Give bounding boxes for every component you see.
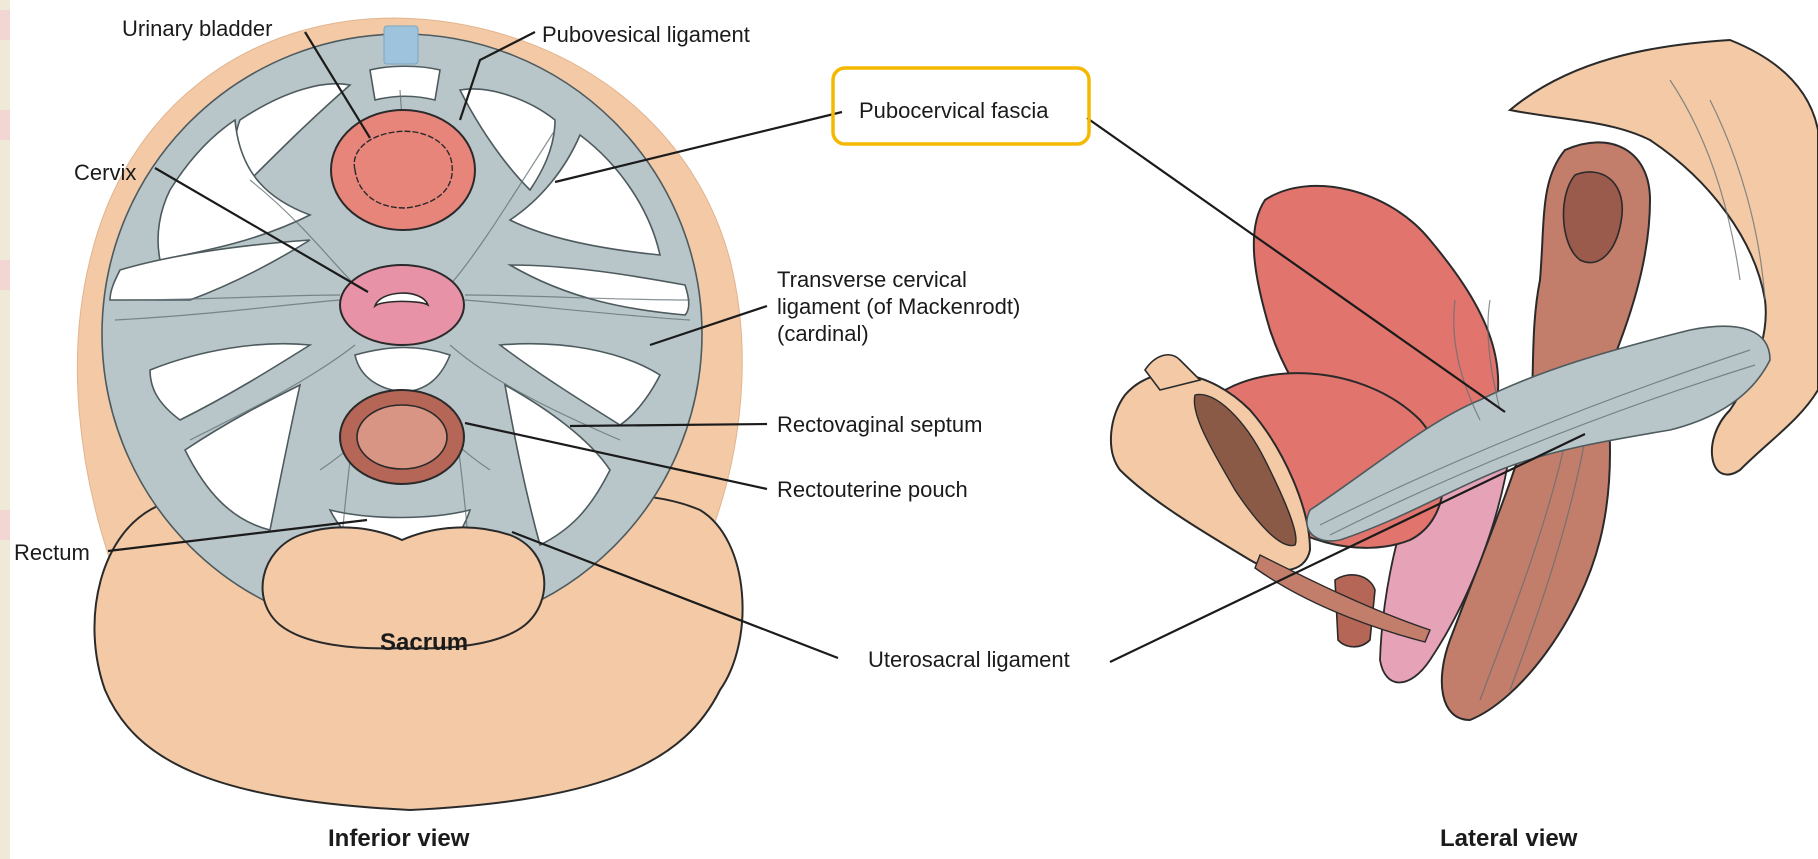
label-uterosacral-ligament: Uterosacral ligament — [868, 647, 1070, 672]
label-rectouterine-pouch: Rectouterine pouch — [777, 477, 968, 502]
caption-inferior-view: Inferior view — [328, 825, 470, 852]
pelvic-ligaments-diagram: Urinary bladder Pubovesical ligament Cer… — [10, 0, 1818, 859]
lateral-view — [1111, 40, 1818, 720]
label-pubocervical-fascia: Pubocervical fascia — [859, 98, 1049, 123]
label-rectovaginal-septum: Rectovaginal septum — [777, 412, 982, 437]
edge-marker — [0, 110, 10, 140]
diagram-canvas: Urinary bladder Pubovesical ligament Cer… — [10, 0, 1818, 859]
label-pubovesical-ligament: Pubovesical ligament — [542, 22, 750, 47]
edge-marker — [0, 10, 10, 40]
caption-lateral-view: Lateral view — [1440, 825, 1578, 852]
cervix — [340, 265, 464, 345]
space-top-center — [370, 66, 440, 100]
label-urinary-bladder: Urinary bladder — [122, 16, 272, 41]
edge-marker — [0, 260, 10, 290]
edge-marker — [0, 510, 10, 540]
inferior-view — [77, 18, 742, 810]
label-transverse-cervical-3: (cardinal) — [777, 321, 869, 346]
urethra — [384, 26, 418, 64]
label-sacrum: Sacrum — [380, 629, 468, 656]
label-transverse-cervical-2: ligament (of Mackenrodt) — [777, 294, 1020, 319]
label-cervix: Cervix — [74, 160, 136, 185]
label-rectum: Rectum — [14, 540, 90, 565]
rectum-lumen — [357, 405, 447, 469]
label-transverse-cervical-1: Transverse cervical — [777, 267, 967, 292]
